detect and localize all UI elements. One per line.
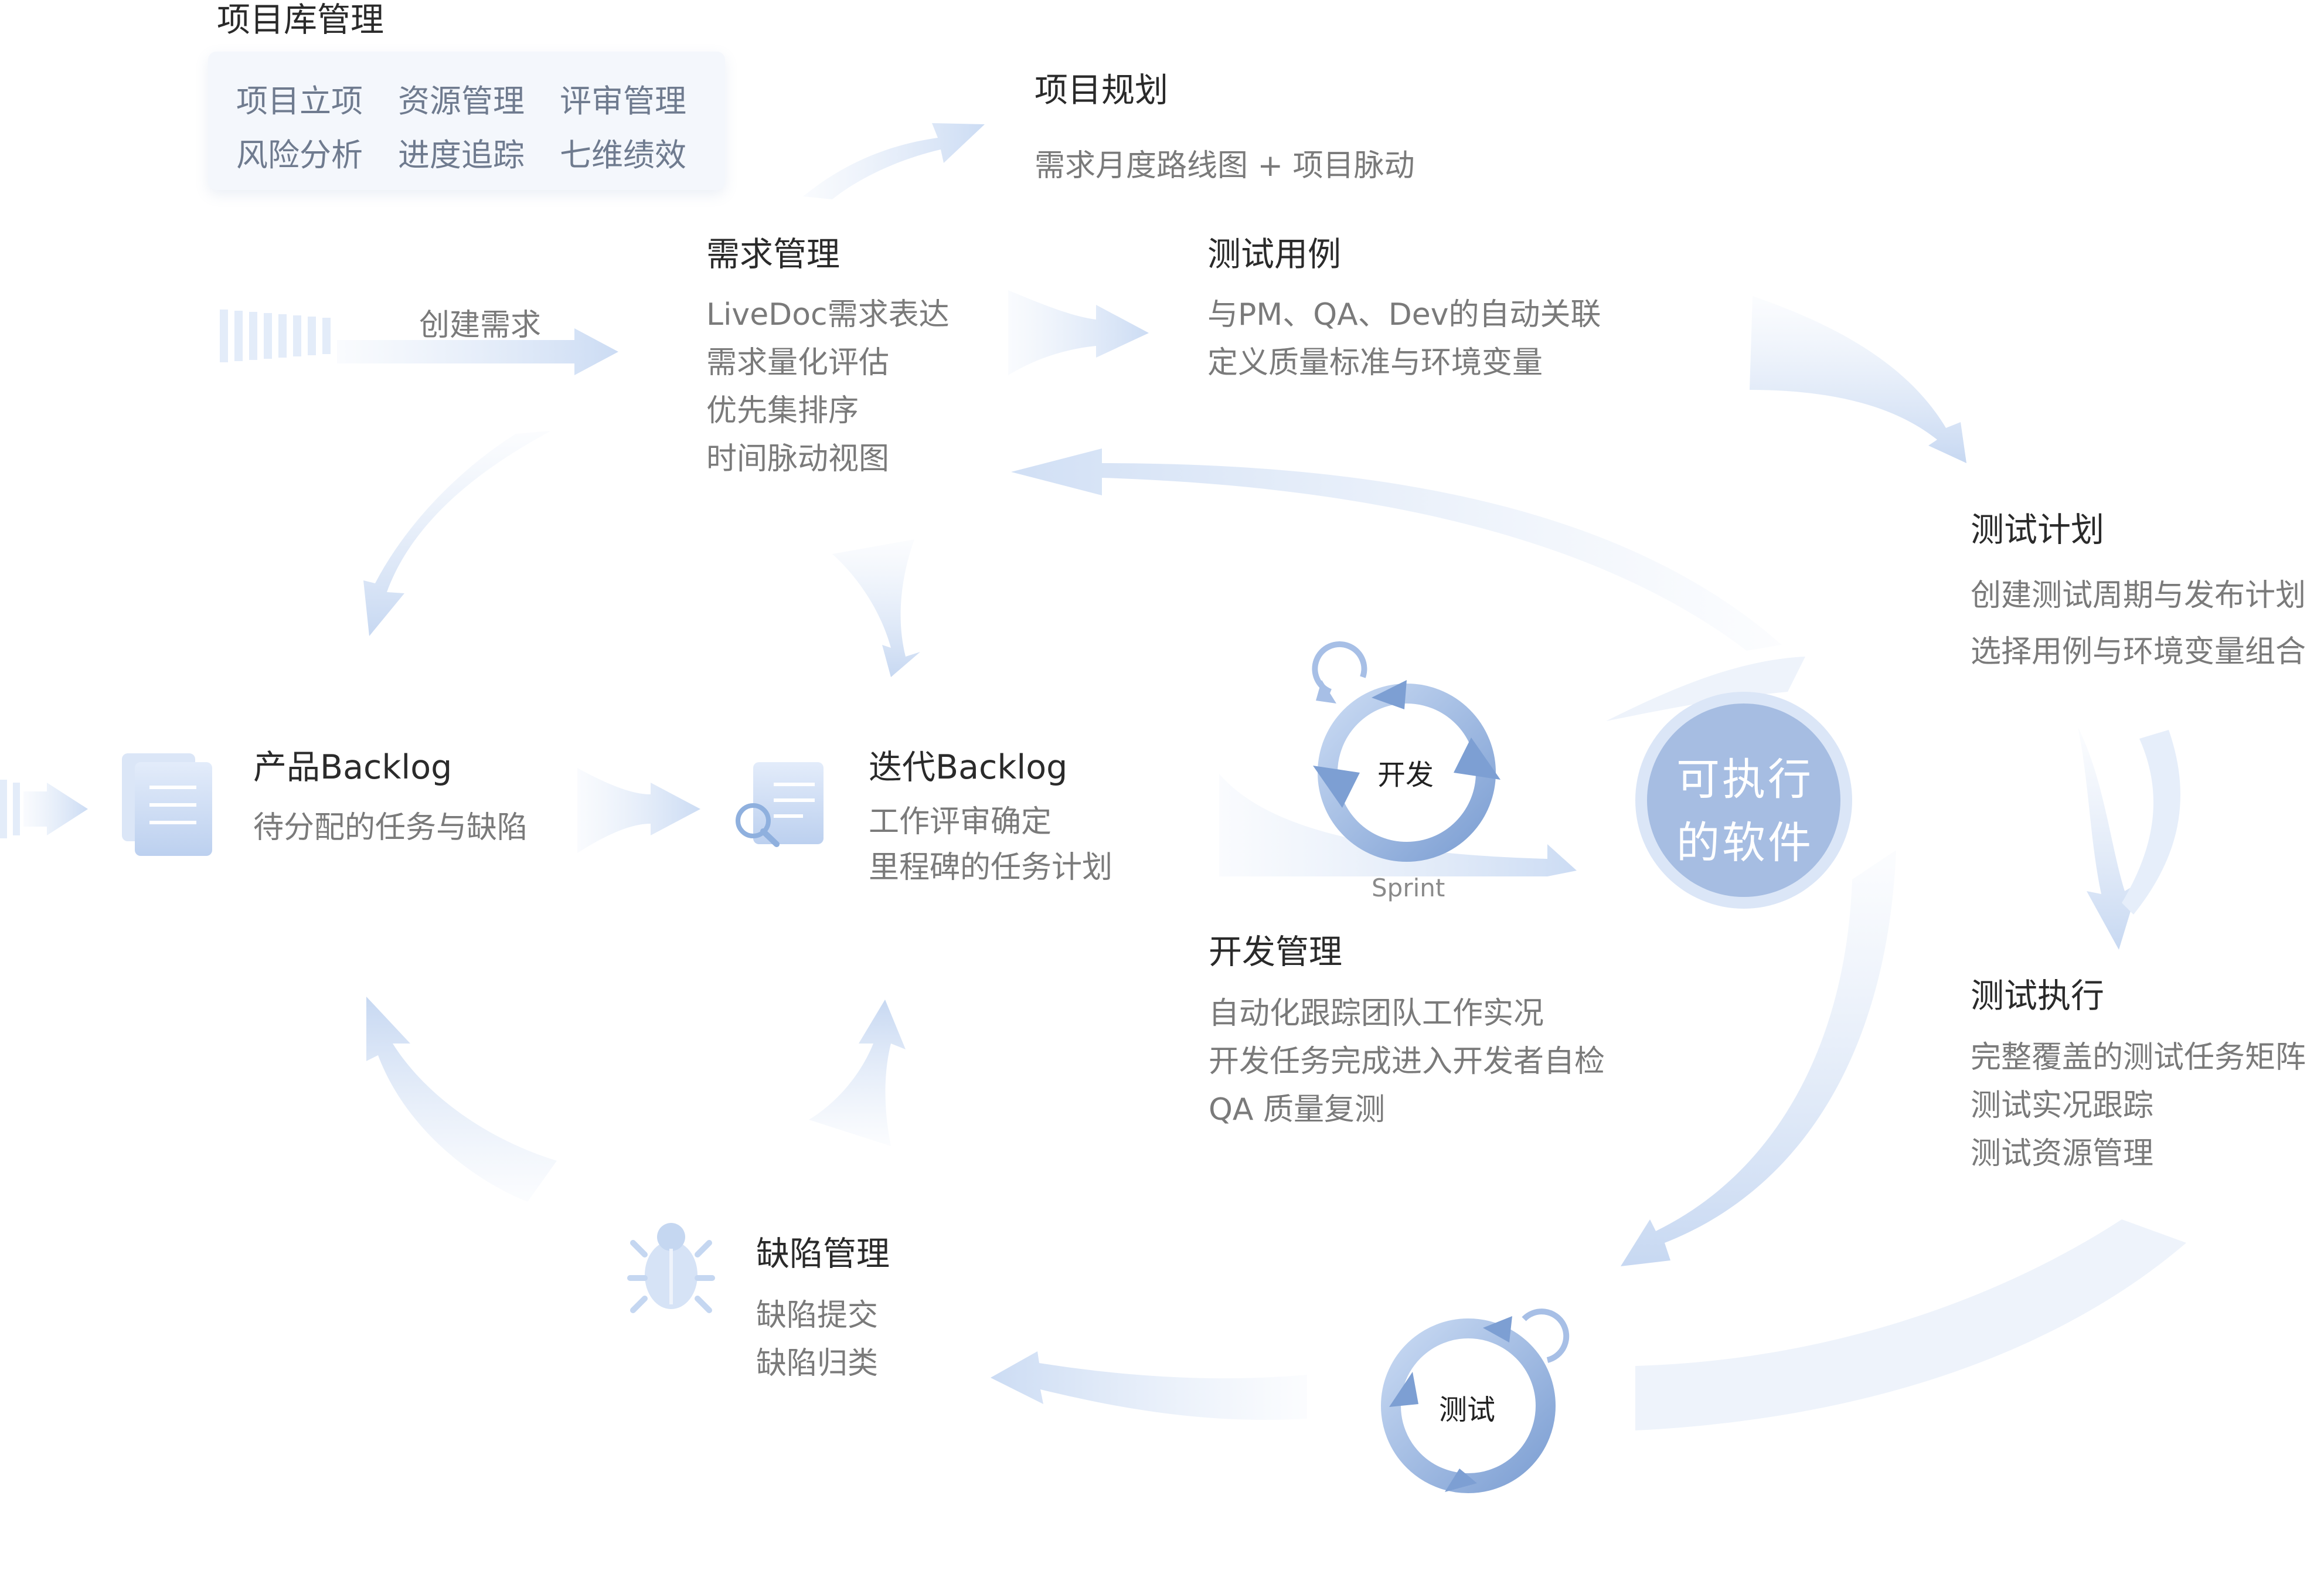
- requirements-line: 需求量化评估: [706, 345, 890, 381]
- dev-mgmt-line: QA 质量复测: [1209, 1092, 1386, 1128]
- arrow-sweep-top: [1606, 657, 1805, 721]
- arrow-req-to-product: [363, 431, 551, 636]
- arrow-exec-to-test: [1635, 1219, 2186, 1430]
- dev-mgmt-title: 开发管理: [1209, 933, 1342, 971]
- dev-mgmt-block: 开发管理 自动化跟踪团队工作实况 开发任务完成进入开发者自检 QA 质量复测: [1209, 932, 1605, 1134]
- document-search-icon: [736, 762, 824, 847]
- test-exec-block: 测试执行 完整覆盖的测试任务矩阵 测试实况跟踪 测试资源管理: [1971, 976, 2306, 1178]
- iteration-backlog-title: 迭代Backlog: [869, 748, 1068, 787]
- planning-desc: 需求月度路线图 + 项目脉动: [1035, 148, 1415, 183]
- document-stack-icon: [122, 753, 212, 856]
- test-exec-line: 测试实况跟踪: [1971, 1088, 2154, 1124]
- library-item[interactable]: 评审管理: [560, 83, 686, 120]
- library-title: 项目库管理: [217, 1, 384, 39]
- arrow-defects-to-iteration: [809, 1000, 906, 1146]
- requirements-line: LiveDoc需求表达: [706, 297, 950, 333]
- bug-icon: [627, 1223, 715, 1313]
- arrow-enter-product: [0, 780, 88, 838]
- defects-line: 缺陷归类: [756, 1346, 879, 1382]
- software-line2: 的软件: [1676, 818, 1813, 868]
- test-exec-title: 测试执行: [1971, 977, 2104, 1015]
- software-line1: 可执行: [1676, 754, 1813, 805]
- test-cases-title: 测试用例: [1207, 235, 1341, 274]
- iteration-backlog-line: 里程碑的任务计划: [869, 850, 1113, 886]
- arrow-defects-to-product: [366, 997, 557, 1202]
- planning-title: 项目规划: [1035, 71, 1168, 110]
- requirements-block: 需求管理 LiveDoc需求表达 需求量化评估 优先集排序 时间脉动视图: [706, 234, 950, 483]
- iteration-backlog-block: 迭代Backlog 工作评审确定 里程碑的任务计划: [869, 747, 1112, 891]
- software-badge: [1635, 692, 1852, 909]
- arrow-software-to-req: [1011, 448, 1782, 651]
- arrow-iteration-to-sprint: [1219, 774, 1577, 876]
- product-backlog-block: 产品Backlog 待分配的任务与缺陷: [253, 747, 528, 852]
- create-requirement-label: 创建需求: [419, 308, 542, 343]
- arrow-create-requirement: [220, 310, 618, 375]
- test-cycle-icon: [1381, 1308, 1570, 1493]
- library-item[interactable]: 七维绩效: [560, 137, 686, 174]
- requirements-title: 需求管理: [706, 235, 840, 274]
- library-item[interactable]: 项目立项: [236, 83, 363, 120]
- arrow-req-to-iteration: [832, 539, 920, 677]
- arrow-software-to-test: [1621, 850, 1896, 1266]
- dev-cycle-icon: [1312, 641, 1500, 862]
- test-cases-line: 与PM、QA、Dev的自动关联: [1207, 297, 1601, 333]
- arrow-library-to-planning: [803, 123, 985, 199]
- defects-title: 缺陷管理: [756, 1235, 890, 1273]
- test-exec-line: 测试资源管理: [1971, 1136, 2154, 1172]
- library-panel: 项目立项 资源管理 评审管理 风险分析 进度追踪 七维绩效: [208, 52, 725, 190]
- defects-line: 缺陷提交: [756, 1298, 879, 1334]
- sprint-label: Sprint: [1372, 874, 1445, 902]
- arrow-req-to-testcase: [1008, 290, 1149, 375]
- test-cases-line: 定义质量标准与环境变量: [1207, 345, 1543, 381]
- defects-block: 缺陷管理 缺陷提交 缺陷归类: [756, 1234, 890, 1388]
- iteration-backlog-line: 工作评审确定: [869, 804, 1052, 840]
- test-plan-block: 测试计划 创建测试周期与发布计划 选择用例与环境变量组合: [1971, 510, 2306, 680]
- test-cases-block: 测试用例 与PM、QA、Dev的自动关联 定义质量标准与环境变量: [1207, 234, 1601, 387]
- test-exec-line: 完整覆盖的测试任务矩阵: [1971, 1040, 2306, 1076]
- arrow-product-to-iteration: [577, 768, 700, 853]
- test-cycle-label: 测试: [1439, 1394, 1496, 1426]
- requirements-line: 优先集排序: [706, 393, 859, 429]
- test-plan-line: 选择用例与环境变量组合: [1971, 634, 2306, 670]
- library-item[interactable]: 资源管理: [398, 83, 525, 120]
- test-plan-line: 创建测试周期与发布计划: [1971, 578, 2306, 614]
- arrow-test-to-defects: [991, 1351, 1307, 1420]
- cycle-arrow-icon: [1312, 641, 1367, 695]
- product-backlog-title: 产品Backlog: [253, 748, 452, 787]
- requirements-line: 时间脉动视图: [706, 441, 890, 477]
- library-item[interactable]: 进度追踪: [398, 137, 525, 174]
- dev-mgmt-line: 开发任务完成进入开发者自检: [1209, 1044, 1605, 1080]
- test-plan-title: 测试计划: [1971, 511, 2104, 549]
- arrow-testcase-to-plan: [1750, 296, 1966, 463]
- product-backlog-desc: 待分配的任务与缺陷: [253, 810, 528, 846]
- dev-cycle-label: 开发: [1377, 759, 1434, 791]
- library-item[interactable]: 风险分析: [236, 137, 363, 174]
- arrow-plan-to-exec: [2078, 727, 2139, 950]
- dev-mgmt-line: 自动化跟踪团队工作实况: [1209, 996, 1544, 1032]
